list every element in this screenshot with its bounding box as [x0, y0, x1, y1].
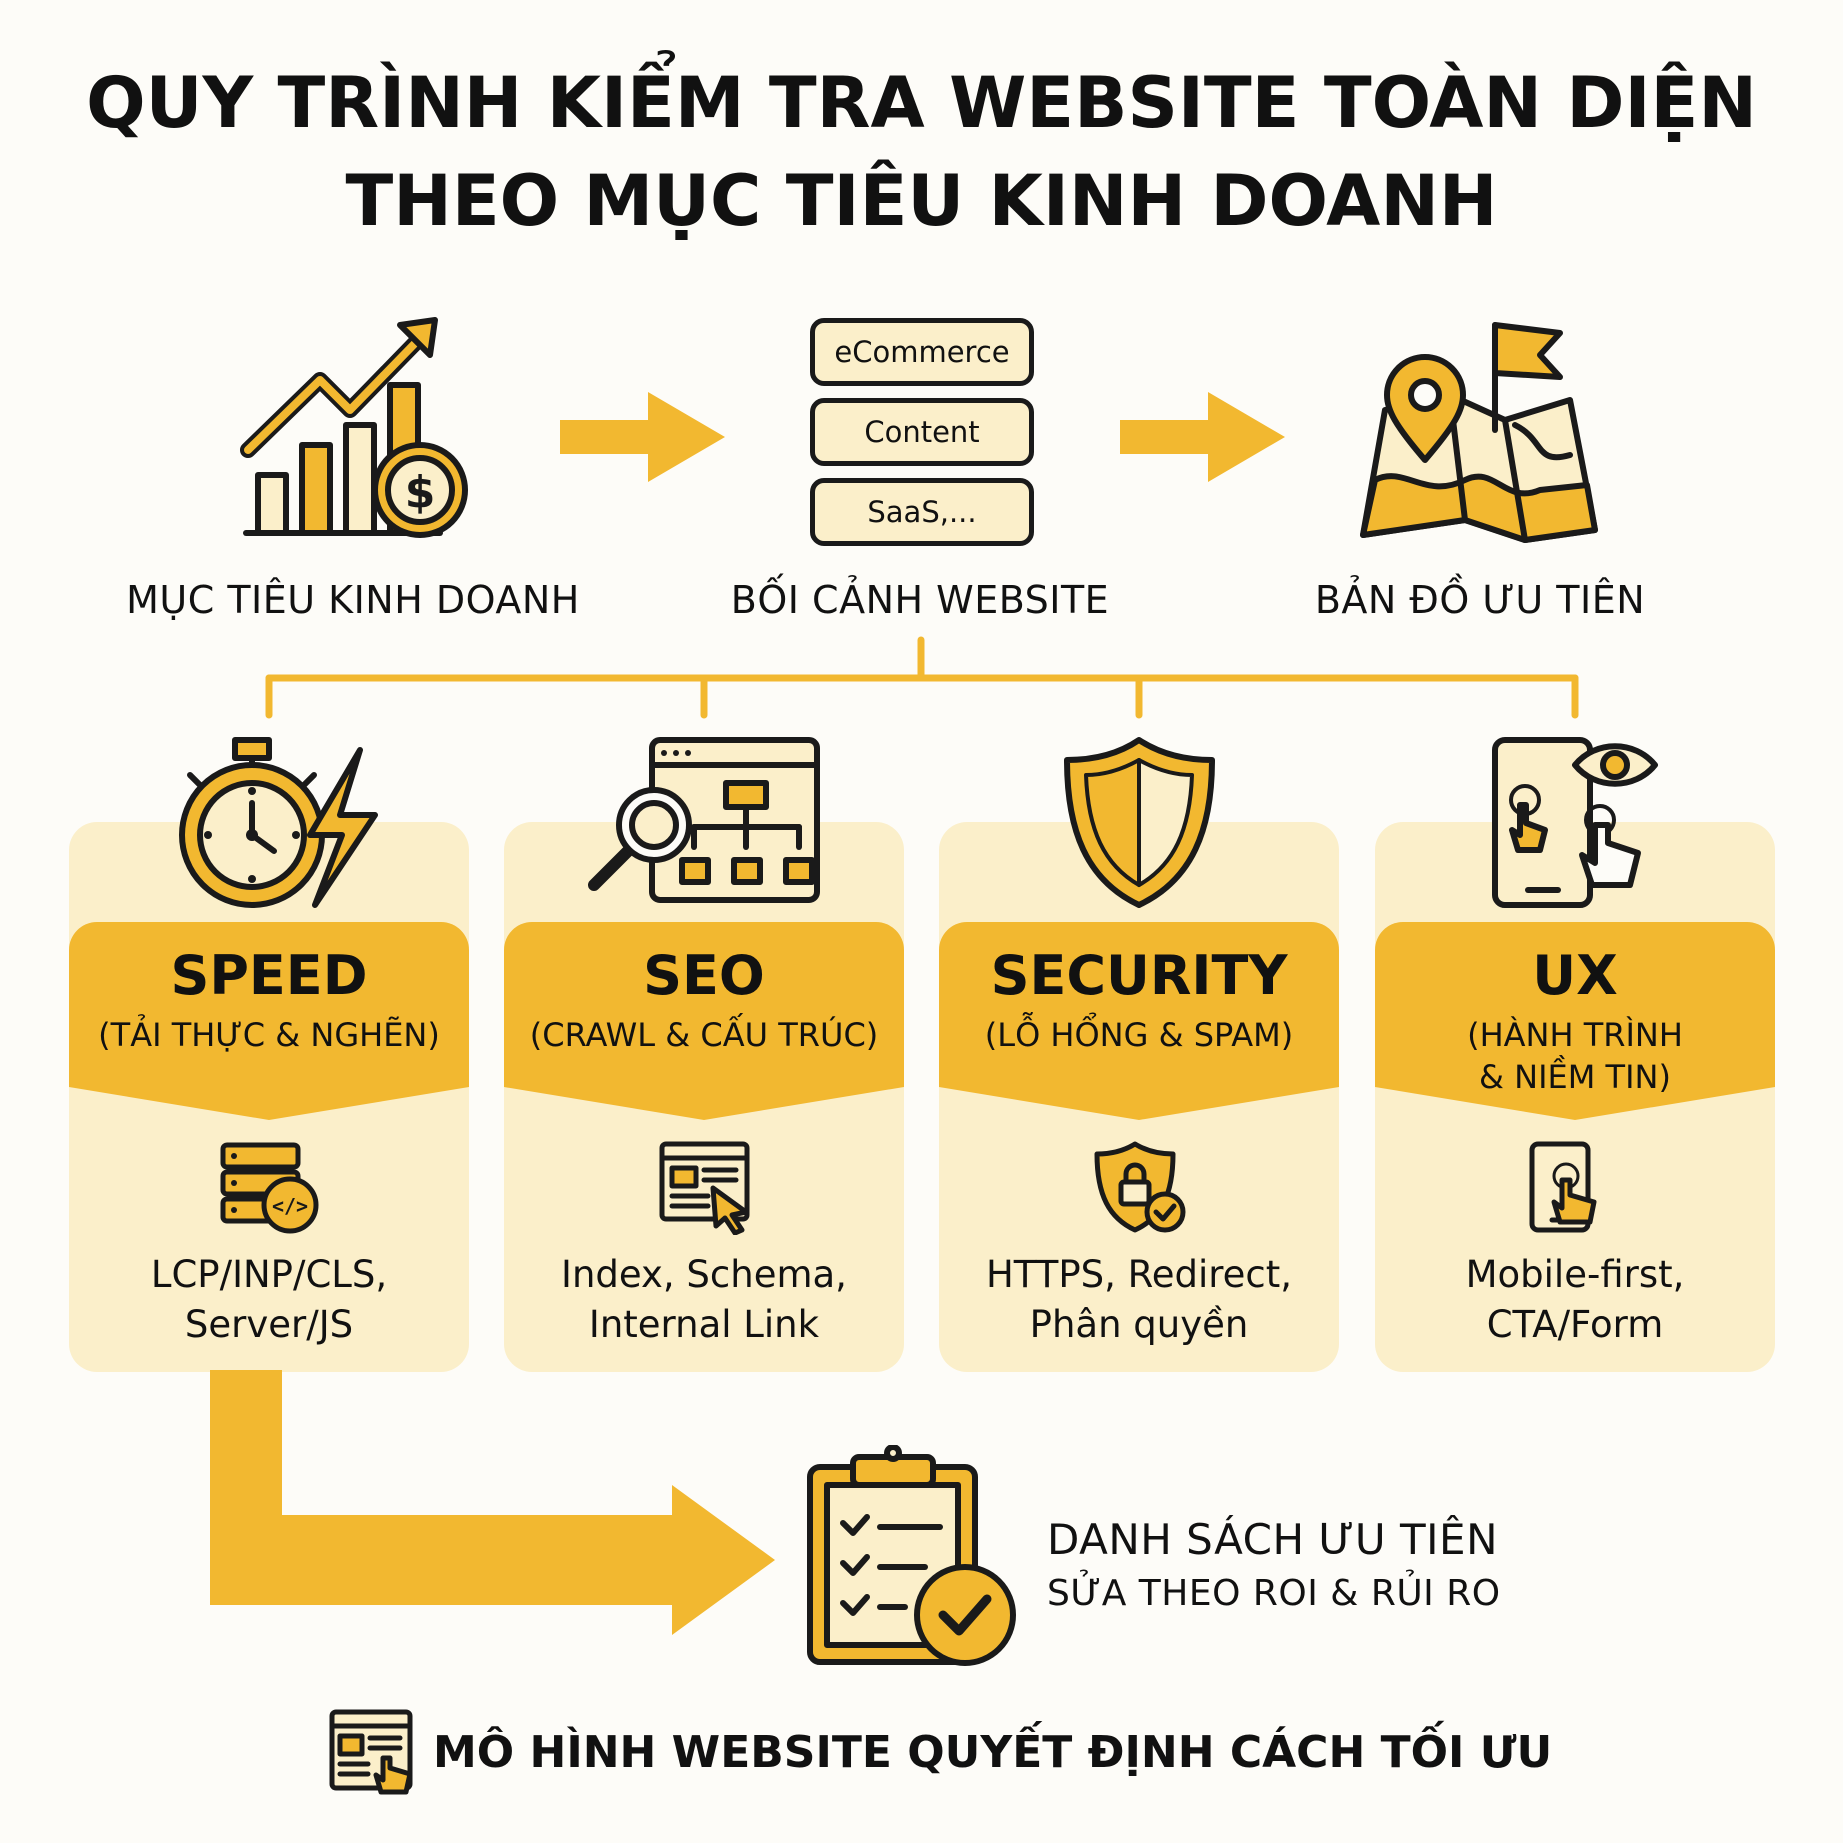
- pillar-detail-security-line-2: Phân quyền: [1029, 1303, 1249, 1346]
- step-label-website-context: BỐI CẢNH WEBSITE: [730, 578, 1110, 622]
- server-code-icon: </>: [218, 1140, 323, 1235]
- priority-map-flag-icon: [1355, 315, 1605, 545]
- pillar-subtitle-seo: (CRAWL & CẤU TRÚC): [529, 1016, 879, 1054]
- pillar-title-ux: UX: [1532, 944, 1618, 1007]
- phone-touch-icon: [1528, 1140, 1623, 1235]
- stack-item-ecommerce: eCommerce: [810, 318, 1034, 386]
- pillar-subtitle-ux-line-2: & NIỀM TIN): [1479, 1058, 1671, 1096]
- phone-eye-touch-icon: [1490, 735, 1665, 910]
- pillar-detail-ux-line-1: Mobile-first,: [1465, 1253, 1685, 1296]
- website-model-touch-icon: [328, 1708, 418, 1798]
- pillar-title-seo: SEO: [643, 944, 765, 1007]
- pillar-banner-security: SECURITY (LỖ HỔNG & SPAM): [939, 922, 1339, 1122]
- pillar-title-speed: SPEED: [170, 944, 368, 1007]
- result-subtitle: SỬA THEO ROI & RỦI RO: [1047, 1573, 1501, 1614]
- arrow-right-icon: [560, 392, 725, 486]
- webpage-cursor-icon: [658, 1140, 753, 1236]
- pillar-detail-speed-line-2: Server/JS: [184, 1303, 354, 1346]
- branch-connector: [0, 0, 1843, 744]
- pillar-subtitle-ux-line-1: (HÀNH TRÌNH: [1467, 1016, 1683, 1054]
- pillar-detail-speed-line-1: LCP/INP/CLS,: [150, 1253, 388, 1296]
- website-types-stack-icon: eCommerce Content SaaS,...: [810, 318, 1034, 548]
- pillar-banner-seo: SEO (CRAWL & CẤU TRÚC): [504, 922, 904, 1122]
- pillar-banner-ux: UX (HÀNH TRÌNH & NIỀM TIN): [1375, 922, 1775, 1122]
- stack-item-content: Content: [810, 398, 1034, 466]
- svg-text:</>: </>: [272, 1194, 308, 1218]
- pillar-title-security: SECURITY: [990, 944, 1288, 1007]
- shield-lock-icon: [1093, 1140, 1188, 1235]
- step-label-business-goal: MỤC TIÊU KINH DOANH: [126, 578, 580, 622]
- footer-text: MÔ HÌNH WEBSITE QUYẾT ĐỊNH CÁCH TỐI ƯU: [433, 1727, 1553, 1778]
- arrow-right-icon: [1120, 392, 1285, 486]
- page-title-line-2: THEO MỤC TIÊU KINH DOANH: [345, 160, 1498, 242]
- clipboard-checklist-icon: [805, 1444, 1020, 1670]
- svg-text:$: $: [405, 467, 436, 518]
- page-title-line-1: QUY TRÌNH KIỂM TRA WEBSITE TOÀN DIỆN: [86, 62, 1757, 144]
- pillar-subtitle-speed: (TẢI THỰC & NGHẼN): [98, 1016, 440, 1054]
- pillar-detail-seo-line-1: Index, Schema,: [561, 1253, 847, 1296]
- result-title: DANH SÁCH ƯU TIÊN: [1047, 1515, 1498, 1564]
- stack-item-saas: SaaS,...: [810, 478, 1034, 546]
- growth-chart-dollar-icon: $: [240, 315, 480, 545]
- sitemap-magnifier-icon: [584, 735, 824, 910]
- pillar-detail-ux-line-2: CTA/Form: [1486, 1303, 1664, 1346]
- step-label-priority-map: BẢN ĐỒ ƯU TIÊN: [1314, 578, 1646, 622]
- pillar-banner-speed: SPEED (TẢI THỰC & NGHẼN): [69, 922, 469, 1122]
- bent-arrow-to-result-icon: [0, 1370, 800, 1644]
- stopwatch-lightning-icon: [170, 735, 380, 910]
- pillar-detail-security-line-1: HTTPS, Redirect,: [985, 1253, 1293, 1296]
- shield-icon: [1062, 735, 1217, 910]
- pillar-subtitle-security: (LỖ HỔNG & SPAM): [984, 1016, 1294, 1054]
- pillar-detail-seo-line-2: Internal Link: [588, 1303, 820, 1346]
